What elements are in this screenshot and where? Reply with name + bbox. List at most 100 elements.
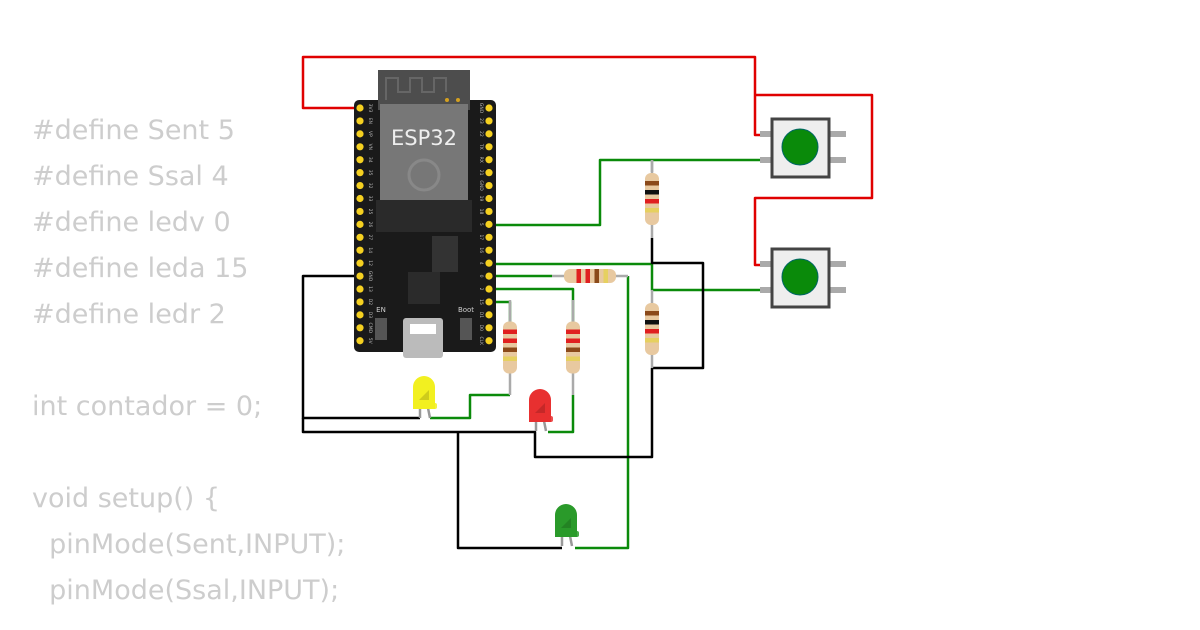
pin-d0[interactable] — [485, 324, 493, 332]
pin-label: 34 — [367, 157, 373, 163]
led-yellow[interactable] — [413, 376, 437, 419]
pin-18[interactable] — [485, 207, 493, 216]
color-band — [566, 338, 580, 343]
wire-pin2-resistor[interactable] — [489, 287, 575, 330]
espressif-logo-icon — [407, 158, 441, 192]
pin-27[interactable] — [356, 233, 364, 241]
pushbutton-1[interactable] — [760, 117, 846, 179]
pin-label: TX — [478, 143, 484, 150]
color-band — [645, 208, 659, 213]
pin-26[interactable] — [356, 220, 364, 228]
pin-d2[interactable] — [356, 298, 364, 306]
pin-label: 0 — [478, 275, 484, 278]
pin-gnd[interactable] — [356, 272, 364, 280]
pin-label: VP — [367, 131, 373, 137]
pin-label: 17 — [478, 234, 484, 240]
pin-d1[interactable] — [485, 311, 493, 319]
wire-res-green-led[interactable] — [575, 276, 630, 550]
pin-cmd[interactable] — [356, 324, 364, 332]
code-overlay: #define Sent 5#define Ssal 4#define ledv… — [32, 108, 345, 614]
pin-12[interactable] — [356, 259, 364, 267]
wire-gnd-green-led[interactable] — [456, 432, 562, 550]
wire-gnd-yellow-led[interactable] — [301, 274, 420, 420]
wire-power-button2[interactable] — [753, 93, 874, 267]
en-button[interactable] — [375, 318, 387, 340]
button-cap[interactable] — [781, 258, 819, 296]
pin-14[interactable] — [356, 246, 364, 254]
pin-label: 18 — [478, 209, 484, 215]
pin-21[interactable] — [485, 169, 493, 177]
led-green[interactable] — [555, 504, 579, 547]
code-line: pinMode(Ssal,INPUT); — [32, 575, 340, 606]
pin-34[interactable] — [356, 156, 364, 164]
pin-33[interactable] — [356, 194, 364, 203]
pin-label: 3V3 — [367, 104, 373, 113]
resistor[interactable] — [552, 269, 628, 283]
pin-label: CMD — [367, 323, 373, 334]
pin-rx[interactable] — [485, 156, 493, 164]
color-band — [576, 269, 581, 283]
antenna-module — [378, 70, 470, 110]
pin-15[interactable] — [485, 298, 493, 306]
pin-label: 13 — [367, 286, 373, 292]
pin-19[interactable] — [485, 194, 493, 203]
pin-vp[interactable] — [356, 130, 364, 138]
board-name: ESP32 — [391, 126, 457, 150]
pin-32[interactable] — [356, 181, 364, 190]
pin-17[interactable] — [485, 233, 493, 241]
pin-22[interactable] — [485, 130, 493, 138]
resistor[interactable] — [645, 290, 659, 368]
button-cap[interactable] — [781, 128, 819, 166]
pin-label: D0 — [478, 325, 484, 331]
color-band — [645, 190, 659, 195]
pin-label: 19 — [478, 196, 484, 202]
wire-pin5-button1[interactable] — [489, 158, 775, 227]
wire-res-yellow-led[interactable] — [430, 393, 510, 420]
boot-button[interactable] — [460, 318, 472, 340]
pushbutton-2[interactable] — [760, 247, 846, 309]
wire-res1-res2[interactable] — [650, 238, 705, 370]
led-red[interactable] — [529, 389, 553, 432]
color-band — [503, 356, 517, 361]
pin-5[interactable] — [485, 220, 493, 228]
wire-res-red-led[interactable] — [548, 395, 575, 434]
wire-3v3-button1[interactable] — [301, 55, 775, 137]
wire-gnd-red-led[interactable] — [301, 368, 654, 459]
pin-23[interactable] — [485, 117, 493, 125]
pin-label: 14 — [367, 247, 373, 253]
pin-tx[interactable] — [485, 143, 493, 151]
en-label: EN — [376, 306, 386, 314]
esp32-board[interactable]: ESP32 EN Boot 3V3ENVPVN34353233252627141… — [354, 70, 496, 358]
resistor[interactable] — [645, 160, 659, 238]
pin-label: GND — [478, 103, 484, 114]
color-band — [585, 269, 590, 283]
pin-3v3[interactable] — [356, 104, 364, 112]
wire-pin4-button2[interactable] — [489, 262, 775, 292]
pin-label: 25 — [367, 209, 373, 215]
pin-gnd[interactable] — [485, 104, 493, 112]
pin-4[interactable] — [485, 259, 493, 267]
color-band — [566, 329, 580, 334]
resistor[interactable] — [566, 300, 580, 395]
pin-label: RX — [478, 157, 484, 163]
color-band — [503, 347, 517, 352]
color-band — [594, 269, 599, 283]
resistor[interactable] — [503, 300, 517, 395]
pin-d3[interactable] — [356, 311, 364, 319]
pin-label: 22 — [478, 131, 484, 137]
pin-35[interactable] — [356, 169, 364, 177]
pin-0[interactable] — [485, 272, 493, 280]
pin-gnd[interactable] — [485, 181, 493, 190]
pin-vn[interactable] — [356, 143, 364, 151]
pin-2[interactable] — [485, 285, 493, 293]
code-line: void setup() { — [32, 483, 221, 514]
pin-16[interactable] — [485, 246, 493, 254]
pin-clk[interactable] — [485, 337, 493, 345]
pin-en[interactable] — [356, 117, 364, 125]
color-band — [566, 356, 580, 361]
pin-label: 16 — [478, 247, 484, 253]
pin-5v[interactable] — [356, 337, 364, 345]
pin-13[interactable] — [356, 285, 364, 293]
pin-25[interactable] — [356, 207, 364, 216]
color-band — [645, 329, 659, 334]
